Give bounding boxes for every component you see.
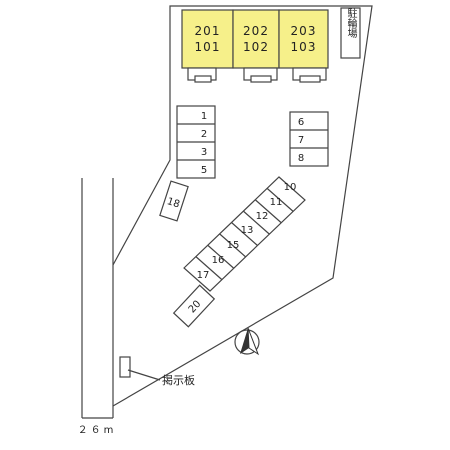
parking-space-8: 8: [298, 153, 304, 164]
parking-space-10: 10: [284, 182, 297, 193]
parking-space-13: 13: [241, 225, 254, 236]
parking-column-right: 6 7 8: [289, 111, 329, 167]
lot-boundary: [112, 5, 373, 407]
north-arrow-icon: [234, 327, 260, 356]
notice-board: 掲示板: [119, 356, 195, 387]
parking-column-left: 1 2 3 5: [176, 105, 216, 179]
parking-space-3: 3: [201, 147, 207, 158]
parking-space-17: 17: [197, 270, 210, 281]
parking-space-1: 1: [201, 111, 207, 122]
unit-102: 102: [243, 40, 269, 54]
parking-space-5: 5: [201, 165, 207, 176]
building-203-103: 203 103: [278, 9, 329, 69]
parking-space-2: 2: [201, 129, 207, 140]
bike-parking-label: 駐輪場: [345, 7, 357, 39]
notice-board-label: 掲示板: [162, 373, 195, 387]
unit-103: 103: [291, 40, 317, 54]
parking-space-20: 20: [172, 284, 216, 328]
parking-space-6: 6: [298, 117, 304, 128]
unit-203: 203: [291, 24, 317, 38]
parking-space-15: 15: [227, 240, 240, 251]
bike-parking: 駐輪場: [340, 7, 361, 59]
building-201-101: 201 101: [181, 9, 234, 69]
parking-space-18: 18: [159, 180, 189, 222]
unit-201: 201: [195, 24, 221, 38]
unit-202: 202: [243, 24, 269, 38]
parking-space-16: 16: [212, 255, 225, 266]
svg-text:18: 18: [165, 196, 181, 210]
parking-space-12: 12: [256, 211, 269, 222]
parking-space-7: 7: [298, 135, 304, 146]
building-202-102: 202 102: [232, 9, 280, 69]
building-recesses: [187, 67, 327, 83]
parking-diagonal-row: 10 11 12 13 15 16 17: [183, 176, 306, 292]
unit-101: 101: [195, 40, 221, 54]
parking-space-11: 11: [270, 197, 283, 208]
road-width-label: ２６m: [78, 425, 117, 436]
